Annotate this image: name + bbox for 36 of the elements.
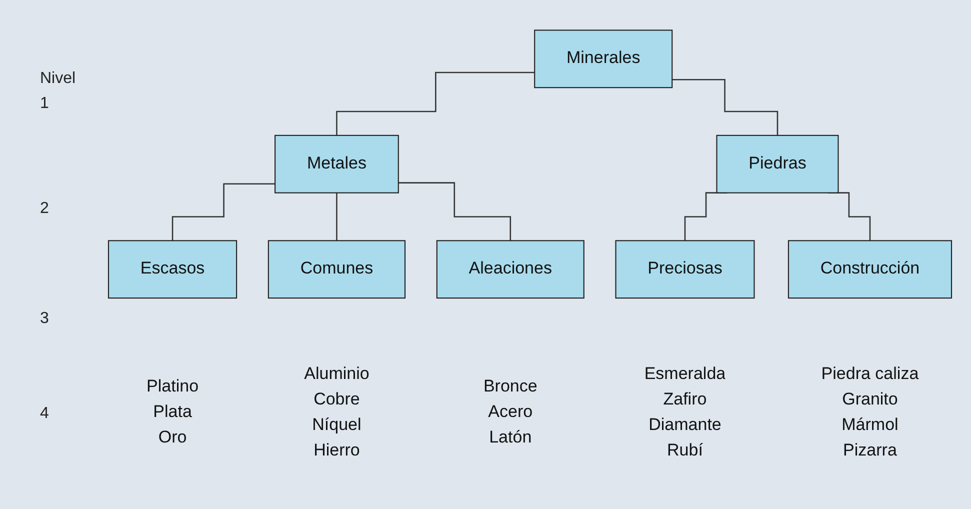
connector <box>672 79 778 136</box>
node-label: Esmeralda <box>644 365 726 384</box>
node-label: Granito <box>842 390 898 409</box>
node-label: Acero <box>488 403 533 422</box>
connector <box>336 72 535 136</box>
node-label: Platino <box>146 378 199 396</box>
node-label: Pizarra <box>843 442 897 460</box>
node-label: Oro <box>158 428 187 447</box>
node-box: Comunes <box>268 240 406 299</box>
node-box: Construcción <box>788 240 952 299</box>
node-label: Cobre <box>314 390 360 409</box>
node-label: Bronce <box>483 378 538 396</box>
node-label: Plata <box>153 403 192 422</box>
node-label: Aluminio <box>304 365 370 384</box>
level-number: 1 <box>40 95 49 113</box>
node-label: Piedra caliza <box>821 365 919 384</box>
level-number: 4 <box>40 405 49 423</box>
connector <box>172 183 276 242</box>
level-number: 3 <box>40 310 49 328</box>
level-number: 2 <box>40 200 49 218</box>
node-label: Diamante <box>648 416 722 434</box>
node-label: Níquel <box>312 416 362 434</box>
node-label: Latón <box>489 428 532 447</box>
level-heading: Nivel <box>40 70 76 88</box>
connector <box>398 182 512 242</box>
node-box: Metales <box>274 134 399 194</box>
node-label: Rubí <box>667 442 703 460</box>
node-box: Minerales <box>534 30 673 88</box>
node-box: Piedras <box>716 134 839 194</box>
node-box: Escasos <box>108 240 238 299</box>
node-box: Aleaciones <box>436 240 584 299</box>
node-box: Preciosas <box>615 240 755 299</box>
node-label: Mármol <box>842 416 898 434</box>
node-label: Hierro <box>314 442 360 460</box>
node-label: Zafiro <box>663 390 707 409</box>
connector <box>336 192 338 242</box>
